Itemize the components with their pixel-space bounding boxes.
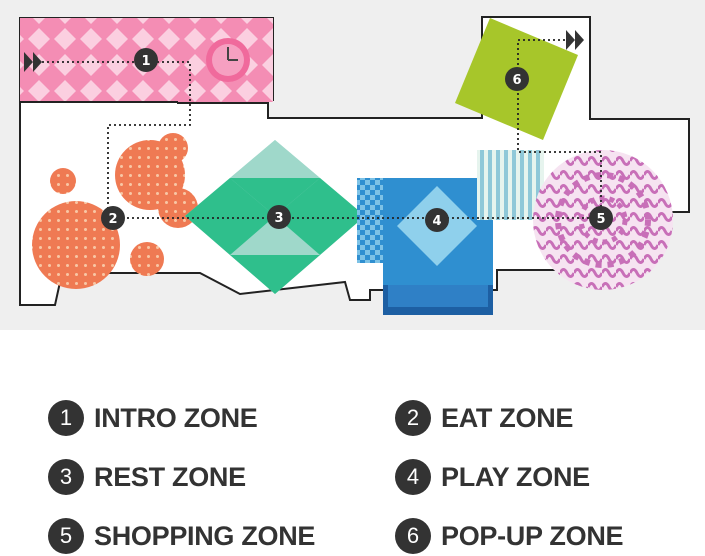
legend-number: 6: [395, 518, 431, 554]
svg-text:1: 1: [141, 54, 150, 69]
legend-label: PLAY ZONE: [441, 461, 590, 492]
legend-item-popup-zone: 6 POP-UP ZONE: [395, 516, 624, 556]
intro-zone-area: [20, 18, 273, 103]
legend-number: 3: [48, 459, 84, 495]
zone-marker-3: 3: [267, 205, 291, 229]
zone-marker-1: 1: [134, 48, 158, 72]
legend-number: 4: [395, 459, 431, 495]
legend-label: EAT ZONE: [441, 402, 574, 433]
fast-forward-icon: [24, 52, 42, 72]
legend-item-shopping-zone: 5 SHOPPING ZONE: [48, 516, 315, 556]
clock-icon: [206, 38, 250, 82]
legend-label: INTRO ZONE: [94, 402, 258, 433]
svg-text:3: 3: [274, 211, 283, 226]
legend-number: 5: [48, 518, 84, 554]
play-zone-area: [357, 178, 493, 315]
floor-map: 1 2 3 4 5 6: [0, 0, 705, 330]
zone-legend: 1 INTRO ZONE 2 EAT ZONE 3 REST ZONE 4 PL…: [0, 390, 705, 555]
zone-marker-2: 2: [101, 206, 125, 230]
svg-text:6: 6: [512, 73, 521, 88]
legend-label: POP-UP ZONE: [441, 520, 624, 551]
svg-text:4: 4: [432, 214, 441, 229]
legend-number: 2: [395, 400, 431, 436]
eat-zone-area: [32, 133, 198, 289]
legend-item-rest-zone: 3 REST ZONE: [48, 457, 246, 497]
legend-number: 1: [48, 400, 84, 436]
zone-marker-6: 6: [505, 67, 529, 91]
legend-item-play-zone: 4 PLAY ZONE: [395, 457, 590, 497]
legend-item-intro-zone: 1 INTRO ZONE: [48, 398, 258, 438]
legend-item-eat-zone: 2 EAT ZONE: [395, 398, 573, 438]
svg-text:5: 5: [596, 212, 605, 227]
legend-label: REST ZONE: [94, 461, 246, 492]
legend-label: SHOPPING ZONE: [94, 520, 316, 551]
fast-forward-icon: [566, 30, 584, 50]
zone-marker-4: 4: [425, 208, 449, 232]
zone-marker-5: 5: [589, 206, 613, 230]
svg-text:2: 2: [108, 212, 117, 227]
